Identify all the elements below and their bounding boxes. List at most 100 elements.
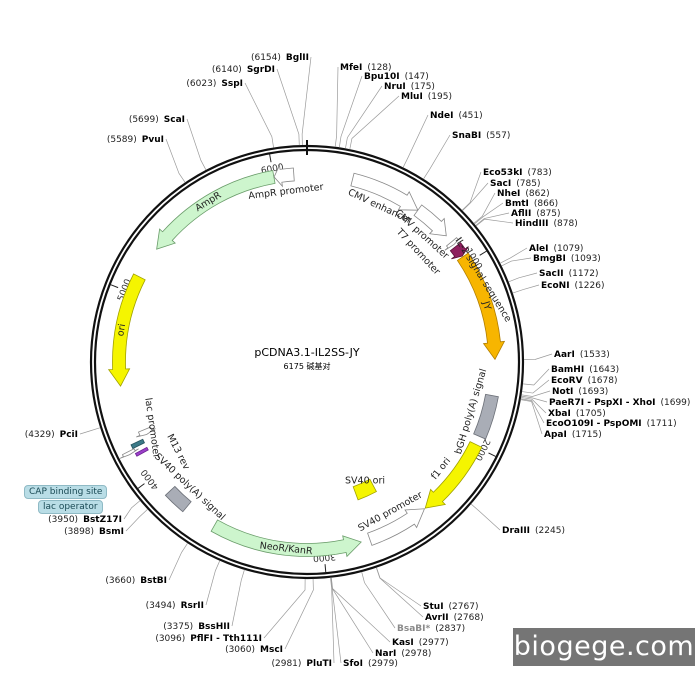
tick-mark [488,452,496,457]
enzyme-name: PaeR7I - PspXI - XhoI [549,398,655,408]
enzyme-label[interactable]: (3660)BstBI [105,576,167,586]
enzyme-label[interactable]: SfoI(2979) [343,659,398,669]
enzyme-label[interactable]: HindIII(878) [515,219,578,229]
feature-lac-operator[interactable] [119,448,139,459]
feature-f1-ori[interactable] [424,441,483,509]
enzyme-name: BsaBI* [397,624,430,634]
enzyme-position: (6140) [212,65,242,75]
enzyme-leader-line [520,399,543,435]
enzyme-leader-line [165,138,186,183]
enzyme-leader-line [521,379,550,394]
enzyme-label[interactable]: (3950)BstZ17I [48,515,122,525]
enzyme-position: (1079) [554,244,584,254]
enzyme-label[interactable]: Eco53kI(783) [483,168,552,178]
enzyme-label[interactable]: NarI (2978) [375,649,431,659]
feature-il2-signal[interactable] [449,242,469,260]
enzyme-label[interactable]: BmgBI(1093) [533,254,601,264]
enzyme-label[interactable]: (3060)MscI [225,645,283,655]
enzyme-position: (783) [528,168,552,178]
enzyme-leader-line [330,577,342,664]
enzyme-label[interactable]: SnaBI(557) [452,131,510,141]
watermark: biogege.com [513,628,695,666]
enzyme-label[interactable]: EcoRV(1678) [551,376,618,386]
feature-sv40-promoter[interactable] [367,508,426,546]
enzyme-label[interactable]: AvrII(2768) [425,613,484,623]
enzyme-label[interactable]: (6023)SspI [186,79,243,89]
enzyme-name: BssHII [198,622,230,632]
feature-bgh[interactable] [473,393,499,440]
feature-cmv-promoter[interactable] [413,204,447,237]
enzyme-label[interactable]: EcoNI(1226) [541,281,604,291]
enzyme-name: HindIII [515,219,549,229]
feature-t7-promoter[interactable] [444,236,462,251]
feature-cmv-enhancer[interactable] [350,172,419,211]
enzyme-label[interactable]: (3096)PflFI - Tth111I [155,634,262,644]
enzyme-label[interactable]: (6140)SgrDI [212,65,275,75]
feature-ori[interactable] [107,273,146,387]
enzyme-label[interactable]: MluI(195) [401,92,452,102]
enzyme-leader-line [461,171,482,211]
enzyme-label[interactable]: NdeI(451) [430,111,483,121]
enzyme-name: MscI [260,645,283,655]
enzyme-name: BsmI [99,527,124,537]
enzyme-name: BmgBI [533,254,566,264]
enzyme-label[interactable]: StuI(2767) [423,602,478,612]
enzyme-label[interactable]: AarI(1533) [554,350,610,360]
enzyme-label[interactable]: NheI(862) [497,189,550,199]
enzyme-position: (2978) [401,649,431,659]
enzyme-position: (2768) [454,613,484,623]
enzyme-label[interactable]: NruI(175) [384,82,435,92]
enzyme-label[interactable]: AleI(1079) [529,244,583,254]
feature-cap-site[interactable] [130,438,145,450]
enzyme-leader-line [474,202,504,225]
enzyme-leader-line [330,577,391,643]
feature-ampr-promoter[interactable] [273,164,295,188]
enzyme-label[interactable]: ApaI(1715) [544,430,602,440]
enzyme-position: (3898) [64,527,94,537]
enzyme-leader-line [125,509,148,532]
enzyme-label[interactable]: DraIII(2245) [502,526,565,536]
enzyme-label[interactable]: (2981)PluTI [271,659,332,669]
enzyme-label[interactable]: NotI(1693) [552,387,608,397]
enzyme-position: (1699) [660,398,690,408]
cap-binding-site-callout[interactable]: CAP binding site [24,485,108,499]
enzyme-name: NarI [375,649,396,659]
enzyme-label[interactable]: SacI(785) [490,179,540,189]
enzyme-label[interactable]: BamHI(1643) [551,365,619,375]
feature-sv40-ori[interactable] [352,478,377,501]
enzyme-label[interactable]: (3494)RsrII [146,601,204,611]
enzyme-label[interactable]: XbaI(1705) [548,409,606,419]
enzyme-leader-line [521,395,548,403]
enzyme-label[interactable]: (6154)BglII [251,53,309,63]
enzyme-position: (175) [411,82,435,92]
enzyme-label[interactable]: (4329)PciI [25,430,78,440]
enzyme-name: PvuI [142,135,164,145]
enzyme-label[interactable]: BsaBI* (2837) [397,624,465,634]
enzyme-label[interactable]: MfeI(128) [340,63,392,73]
enzyme-label[interactable]: (5699)ScaI [129,115,185,125]
feature-jy[interactable] [456,252,506,361]
enzyme-label[interactable]: KasI(2977) [392,638,449,648]
enzyme-label[interactable]: Bpu10I(147) [364,72,429,82]
enzyme-name: SacII [539,269,564,279]
enzyme-label[interactable]: PaeR7I - PspXI - XhoI (1699) [549,398,690,408]
feature-sv40-polya[interactable] [164,485,192,513]
enzyme-label[interactable]: SacII(1172) [539,269,599,279]
enzyme-position: (3494) [146,601,176,611]
enzyme-label[interactable]: (3898) BsmI [64,527,124,537]
enzyme-position: (1226) [575,281,605,291]
enzyme-name: SacI [490,179,511,189]
enzyme-position: (2837) [435,624,465,634]
feature-m13-rev[interactable] [134,446,149,457]
enzyme-leader-line [423,134,451,180]
enzyme-label[interactable]: BmtI(866) [505,199,558,209]
enzyme-label[interactable]: AflII(875) [511,209,561,219]
enzyme-label[interactable]: (3375)BssHII [163,622,230,632]
feature-lac-promoter[interactable] [136,426,156,438]
enzyme-label[interactable]: (5589)PvuI [107,135,164,145]
feature-ampr[interactable] [156,170,276,250]
enzyme-label[interactable]: EcoO109I - PspOMI(1711) [546,419,677,429]
feature-neor[interactable] [210,519,362,558]
lac-operator-callout[interactable]: lac operator [38,500,103,514]
